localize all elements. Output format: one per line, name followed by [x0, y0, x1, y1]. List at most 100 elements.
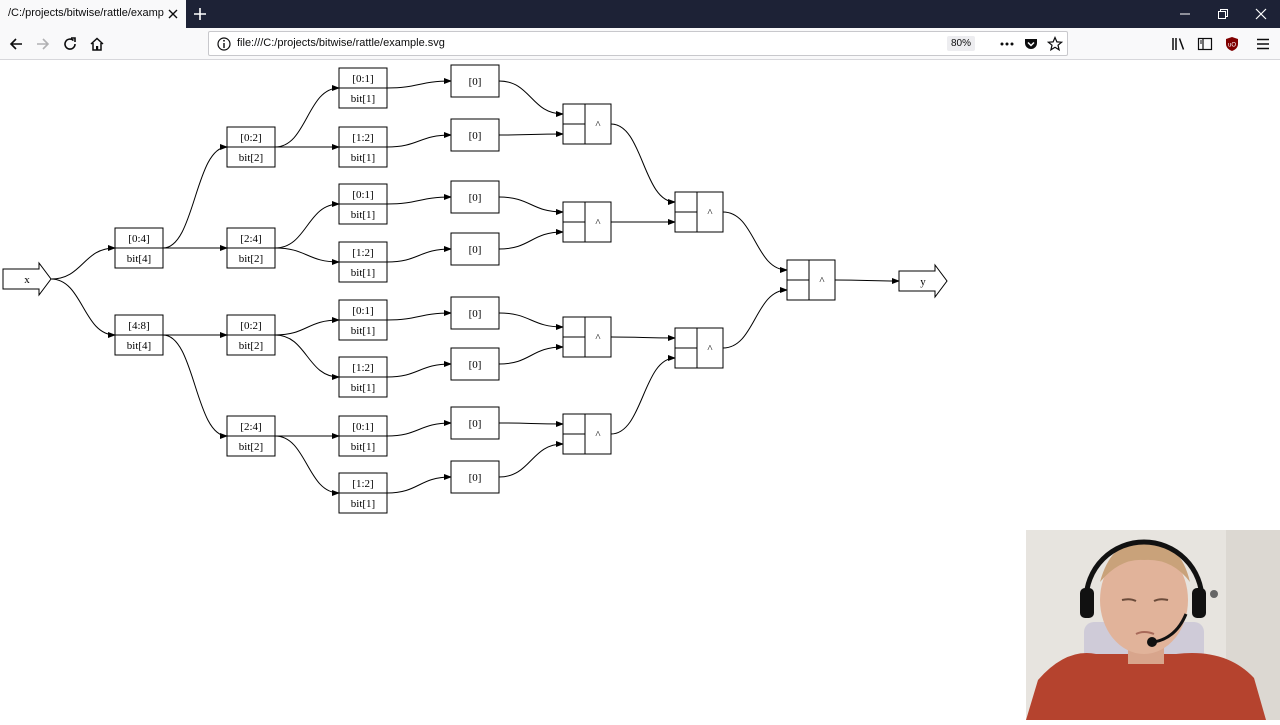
xor-operator: ^ — [595, 119, 601, 131]
restore-icon[interactable] — [1216, 7, 1230, 21]
edge — [498, 229, 564, 250]
index-label: [0] — [469, 418, 482, 430]
node-type: bit[1] — [351, 93, 375, 105]
tab-title: /C:/projects/bitwise/rattle/example.svg — [8, 7, 164, 19]
svg-text:uO: uO — [1228, 43, 1236, 49]
edge — [722, 211, 788, 273]
node-range: [1:2] — [352, 132, 373, 144]
more-icon[interactable] — [999, 36, 1015, 52]
split-node: [1:2]bit[1] — [338, 241, 388, 283]
plus-icon[interactable] — [192, 6, 208, 22]
hamburger-icon[interactable] — [1255, 36, 1271, 52]
edge — [610, 355, 676, 435]
edge — [274, 201, 340, 249]
sidebar-icon[interactable] — [1197, 36, 1213, 52]
edge — [386, 474, 452, 494]
xor-node: ^ — [562, 201, 612, 243]
xor-operator: ^ — [707, 343, 713, 355]
index-label: [0] — [469, 244, 482, 256]
node-range: [0:1] — [352, 189, 373, 201]
close-window-icon[interactable] — [1254, 7, 1268, 21]
node-type: bit[2] — [239, 253, 263, 265]
index-label: [0] — [469, 308, 482, 320]
node-range: [1:2] — [352, 362, 373, 374]
split-node: [0:2]bit[2] — [226, 314, 276, 356]
edge — [386, 361, 452, 378]
split-node: [0:1]bit[1] — [338, 67, 388, 109]
zoom-level[interactable]: 80% — [947, 36, 975, 51]
index-label: [0] — [469, 359, 482, 371]
index-node: [0] — [450, 296, 500, 330]
edge — [386, 194, 452, 205]
edge — [610, 123, 676, 205]
node-type: bit[1] — [351, 325, 375, 337]
xor-operator: ^ — [595, 217, 601, 229]
xor-node: ^ — [674, 327, 724, 369]
split-node: [2:4]bit[2] — [226, 415, 276, 457]
xor-operator: ^ — [819, 275, 825, 287]
node-type: bit[1] — [351, 209, 375, 221]
library-icon[interactable] — [1171, 36, 1187, 52]
node-range: [1:2] — [352, 478, 373, 490]
reload-icon[interactable] — [62, 36, 78, 52]
back-arrow-icon[interactable] — [8, 36, 24, 52]
star-icon[interactable] — [1047, 36, 1063, 52]
close-icon[interactable] — [166, 7, 180, 21]
url-text[interactable]: file:///C:/projects/bitwise/rattle/examp… — [237, 37, 445, 49]
node-type: bit[1] — [351, 498, 375, 510]
edge — [274, 85, 340, 148]
node-range: [0:1] — [352, 421, 373, 433]
node-range: [0:1] — [352, 305, 373, 317]
edge — [274, 247, 340, 265]
input-terminal: x — [2, 261, 52, 297]
index-node: [0] — [450, 64, 500, 98]
xor-node: ^ — [562, 316, 612, 358]
index-node: [0] — [450, 406, 500, 440]
nodes: x[0:4]bit[4][4:8]bit[4][0:2]bit[2][2:4]b… — [2, 64, 948, 514]
split-node: [0:2]bit[2] — [226, 126, 276, 168]
edge — [498, 131, 564, 138]
node-type: bit[4] — [127, 253, 151, 265]
edge — [498, 441, 564, 478]
split-node: [1:2] bit[1] — [338, 126, 388, 168]
home-icon[interactable] — [89, 36, 105, 52]
node-range: [4:8] — [128, 320, 149, 332]
index-node: [0] — [450, 232, 500, 266]
output-terminal-label: y — [920, 276, 926, 288]
edge — [386, 246, 452, 263]
edge — [162, 144, 228, 249]
node-range: [0:4] — [128, 233, 149, 245]
info-icon[interactable] — [216, 36, 232, 52]
tab-active[interactable]: /C:/projects/bitwise/rattle/example.svg — [0, 0, 186, 28]
node-type: bit[1] — [351, 441, 375, 453]
split-node: [0:1] bit[1] — [338, 183, 388, 225]
pocket-icon[interactable] — [1023, 36, 1039, 52]
node-type: bit[1] — [351, 382, 375, 394]
xor-operator: ^ — [707, 207, 713, 219]
forward-arrow-icon[interactable] — [35, 36, 51, 52]
ublock-icon[interactable]: uO — [1224, 36, 1240, 52]
split-node: [2:4]bit[2] — [226, 227, 276, 269]
node-type: bit[2] — [239, 441, 263, 453]
page-content: x[0:4]bit[4][4:8]bit[4][0:2]bit[2][2:4]b… — [0, 60, 1280, 720]
index-label: [0] — [469, 130, 482, 142]
webcam-image — [1026, 530, 1280, 720]
index-node: [0] — [450, 118, 500, 152]
url-bar[interactable]: file:///C:/projects/bitwise/rattle/examp… — [208, 31, 1068, 56]
xor-node: ^ — [674, 191, 724, 233]
minimize-icon[interactable] — [1178, 7, 1192, 21]
node-range: [0:2] — [240, 132, 261, 144]
navigation-toolbar: file:///C:/projects/bitwise/rattle/examp… — [0, 28, 1280, 60]
split-node: [1:2] bit[1] — [338, 356, 388, 398]
xor-node: ^ — [562, 413, 612, 455]
edge — [498, 196, 564, 215]
input-terminal-label: x — [24, 274, 30, 286]
split-node: [0:4] bit[4] — [114, 227, 164, 269]
dataflow-diagram: x[0:4]bit[4][4:8]bit[4][0:2]bit[2][2:4]b… — [2, 64, 948, 514]
edge — [50, 278, 116, 338]
node-type: bit[1] — [351, 152, 375, 164]
edge — [386, 420, 452, 437]
tab-strip: /C:/projects/bitwise/rattle/example.svg — [0, 0, 1280, 28]
split-node: [4:8]bit[4] — [114, 314, 164, 356]
node-type: bit[2] — [239, 340, 263, 352]
